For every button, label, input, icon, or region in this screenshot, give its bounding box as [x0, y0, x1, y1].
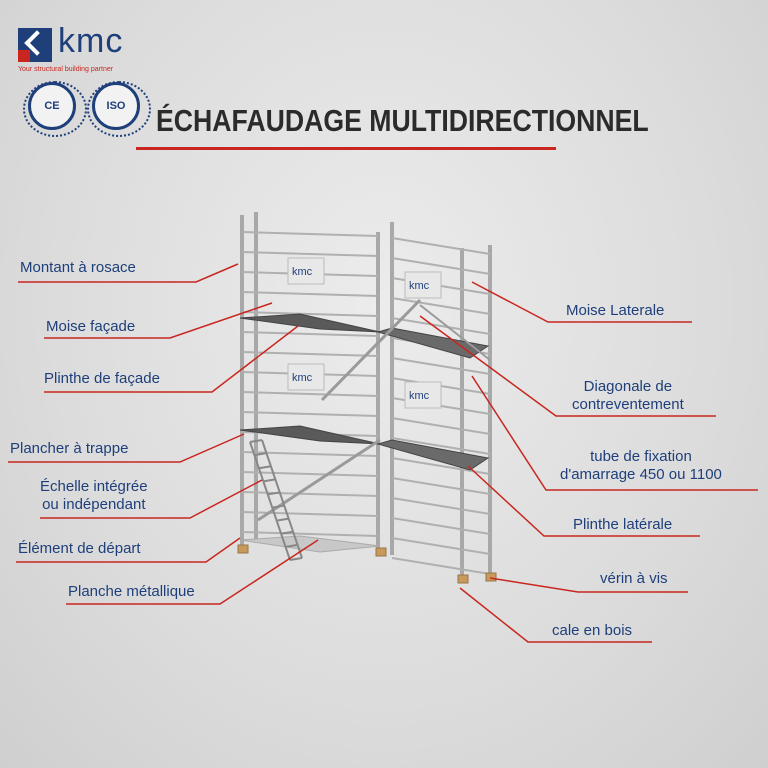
page-title: ÉCHAFAUDAGE MULTIDIRECTIONNEL: [156, 103, 649, 138]
wood-block: [485, 572, 497, 582]
kmc-panel-logo: kmc: [409, 390, 430, 402]
leader-moise-laterale: [471, 281, 692, 323]
label-moise-laterale: Moise Laterale: [566, 302, 665, 319]
ladder-rung: [263, 478, 276, 483]
label-montant-a-rosace: Montant à rosace: [20, 259, 136, 276]
ledger-side: [391, 297, 491, 315]
leader-planche-metallique: [66, 539, 319, 605]
label-plinthe-de-facade: Plinthe de façade: [44, 370, 160, 387]
leader-montant-a-rosace: [18, 263, 239, 283]
ladder-rung: [280, 530, 294, 535]
ledger-front: [241, 391, 379, 397]
label-plancher-a-trappe: Plancher à trappe: [10, 440, 129, 457]
ledger-side: [391, 477, 491, 495]
title-underline: [136, 147, 556, 150]
base-plank: [239, 535, 381, 553]
leader-plinthe-laterale: [467, 465, 700, 537]
leader-cale-en-bois: [459, 587, 652, 643]
ledger-front: [241, 531, 379, 537]
label-verin-a-vis: vérin à vis: [600, 570, 668, 587]
ladder-rail: [261, 439, 303, 559]
ledger-front: [241, 411, 379, 417]
diagonal-brace: [419, 304, 491, 361]
side-deck: [376, 327, 490, 359]
leader-plinthe-de-facade: [44, 325, 299, 393]
ledger-side: [391, 557, 491, 575]
ledger-side: [391, 437, 491, 455]
side-deck: [376, 439, 490, 471]
kmc-panel-logo: kmc: [292, 266, 313, 278]
leader-plancher-a-trappe: [8, 433, 245, 463]
kmc-logo-icon: [18, 28, 52, 62]
leader-tube-de-fixation: [471, 375, 758, 491]
label-diagonale: Diagonale de contreventement: [572, 378, 684, 413]
ladder-rung: [254, 452, 267, 457]
ledger-side: [391, 237, 491, 255]
ledger-side: [391, 357, 491, 375]
ladder-rung: [267, 491, 280, 496]
kmc-panel: [287, 363, 325, 391]
ledger-front: [241, 511, 379, 517]
iso-badge-icon: ISO: [87, 81, 151, 137]
kmc-panel: [404, 381, 442, 409]
label-element-de-depart: Élément de départ: [18, 540, 141, 557]
kmc-panel-logo: kmc: [409, 280, 430, 292]
ledger-side: [391, 317, 491, 335]
diagonal-brace: [320, 298, 422, 402]
ladder-rail: [249, 441, 291, 561]
leader-verin-a-vis: [489, 577, 688, 593]
wood-block: [237, 544, 249, 554]
ladder-rung: [258, 465, 272, 470]
ladder-rung: [272, 504, 285, 509]
scaffold-structure: kmc kmc kmc kmc: [237, 212, 497, 584]
kmc-panel: [287, 257, 325, 285]
ce-badge-icon: CE: [23, 81, 87, 137]
ledger-front: [241, 471, 379, 477]
leader-echelle: [40, 479, 263, 519]
label-cale-en-bois: cale en bois: [552, 622, 633, 639]
ledger-side: [391, 537, 491, 555]
wood-block: [457, 574, 469, 584]
kmc-panel-logo: kmc: [292, 372, 313, 384]
leader-moise-facade: [44, 302, 273, 339]
label-planche-metallique: Planche métallique: [68, 583, 195, 600]
front-deck: [239, 313, 381, 333]
leader-element-de-depart: [16, 537, 241, 563]
ledger-front: [241, 231, 379, 237]
ladder-rung: [249, 439, 263, 443]
ledger-front: [241, 291, 379, 297]
label-tube-de-fixation: tube de fixation d'amarrage 450 ou 1100: [560, 448, 722, 483]
ladder-rung: [276, 517, 289, 522]
brand-tagline: Your structural building partner: [18, 66, 114, 73]
wood-block: [375, 547, 387, 557]
ledger-front: [241, 491, 379, 497]
ledger-front: [241, 331, 379, 337]
kmc-panel: [404, 271, 442, 299]
label-echelle: Échelle intégrée ou indépendant: [40, 478, 148, 513]
ledger-side: [391, 517, 491, 535]
ladder-rung: [285, 543, 298, 548]
brand-name: kmc: [58, 22, 124, 60]
ledger-side: [391, 257, 491, 275]
leader-lines: [8, 263, 758, 643]
ledger-front: [241, 351, 379, 357]
leader-diagonale: [419, 315, 716, 417]
label-plinthe-laterale: Plinthe latérale: [573, 516, 673, 533]
ladder-rung: [289, 557, 303, 561]
label-moise-facade: Moise façade: [46, 318, 136, 335]
ledger-side: [391, 497, 491, 515]
ledger-front: [241, 251, 379, 257]
ledger-side: [391, 417, 491, 435]
ledger-front: [241, 311, 379, 317]
